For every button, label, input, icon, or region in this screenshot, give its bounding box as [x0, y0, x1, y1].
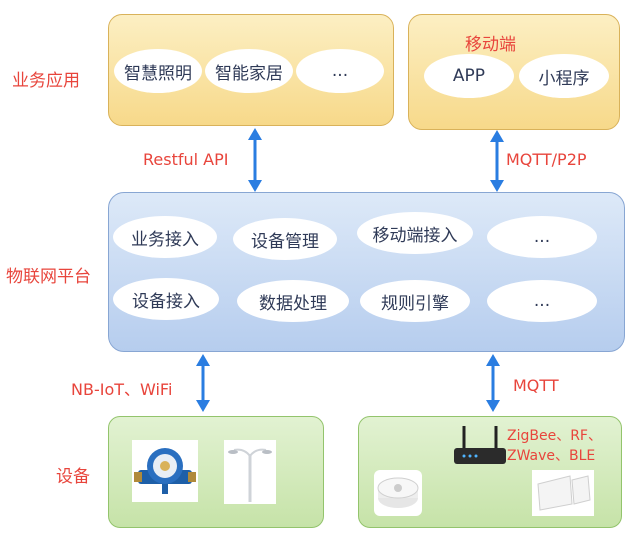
- water-meter-icon: [134, 448, 196, 494]
- platform-rule-engine: 规则引擎: [360, 280, 470, 322]
- router-icon: [454, 426, 506, 464]
- mobile-item-miniprogram: 小程序: [519, 54, 609, 98]
- water-meter-image: [132, 440, 198, 502]
- smoke-detector-image: [374, 470, 422, 516]
- street-lamp-image: [224, 440, 276, 504]
- platform-device-access: 设备接入: [113, 278, 219, 320]
- platform-device-management: 设备管理: [233, 218, 337, 260]
- mqtt-label: MQTT: [513, 376, 559, 395]
- platform-row2-more: ...: [487, 280, 597, 322]
- platform-data-processing: 数据处理: [237, 280, 349, 322]
- business-item-smart-home: 智能家居: [205, 49, 293, 93]
- device-layer-label: 设备: [56, 467, 90, 487]
- protocols-label: ZigBee、RF、ZWave、BLE: [507, 428, 602, 464]
- mqtt-p2p-arrow-icon: [490, 130, 504, 192]
- mobile-title: 移动端: [465, 35, 516, 55]
- business-item-more: ...: [296, 49, 384, 93]
- router-image: [450, 424, 510, 474]
- door-sensor-image: [532, 470, 594, 516]
- platform-row1-more: ...: [487, 216, 597, 258]
- platform-mobile-access: 移动端接入: [357, 212, 473, 254]
- mqtt-p2p-label: MQTT/P2P: [506, 150, 587, 169]
- door-sensor-icon: [537, 475, 591, 511]
- smoke-detector-icon: [377, 477, 419, 508]
- platform-layer-label: 物联网平台: [6, 267, 91, 287]
- restful-api-label: Restful API: [143, 150, 229, 169]
- business-layer-label: 业务应用: [12, 71, 80, 91]
- street-lamp-icon: [228, 448, 272, 502]
- mqtt-arrow-icon: [486, 354, 500, 412]
- nbiot-wifi-label: NB-IoT、WiFi: [71, 380, 173, 399]
- platform-business-access: 业务接入: [113, 216, 217, 258]
- nbiot-arrow-icon: [196, 354, 210, 412]
- mobile-item-app: APP: [424, 54, 514, 98]
- business-item-smart-lighting: 智慧照明: [114, 49, 202, 93]
- restful-arrow-icon: [248, 128, 262, 192]
